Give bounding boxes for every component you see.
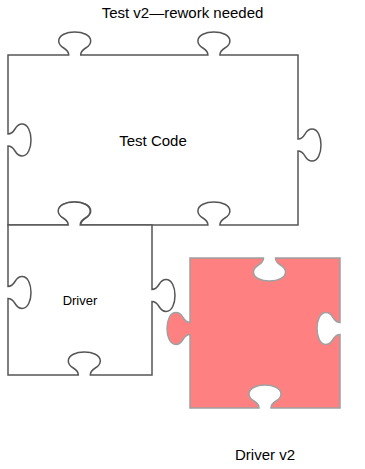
piece-shape — [8, 32, 321, 225]
label-holder: Test Code — [8, 55, 298, 225]
diagram-title: Test v2—rework needed — [0, 4, 365, 21]
piece-shape — [167, 258, 340, 408]
piece-shape — [8, 202, 175, 375]
piece-label: Driver — [63, 293, 98, 308]
puzzle-piece: Driver v2 — [190, 258, 340, 408]
label-holder: Driver v2 — [170, 446, 360, 464]
piece-label: Test Code — [119, 132, 187, 149]
piece-label: Driver v2 — [235, 446, 295, 463]
label-holder: Driver — [8, 225, 152, 375]
puzzle-piece: Test Code — [8, 55, 298, 225]
puzzle-piece: Driver — [8, 225, 152, 375]
piece-outline — [190, 258, 340, 408]
